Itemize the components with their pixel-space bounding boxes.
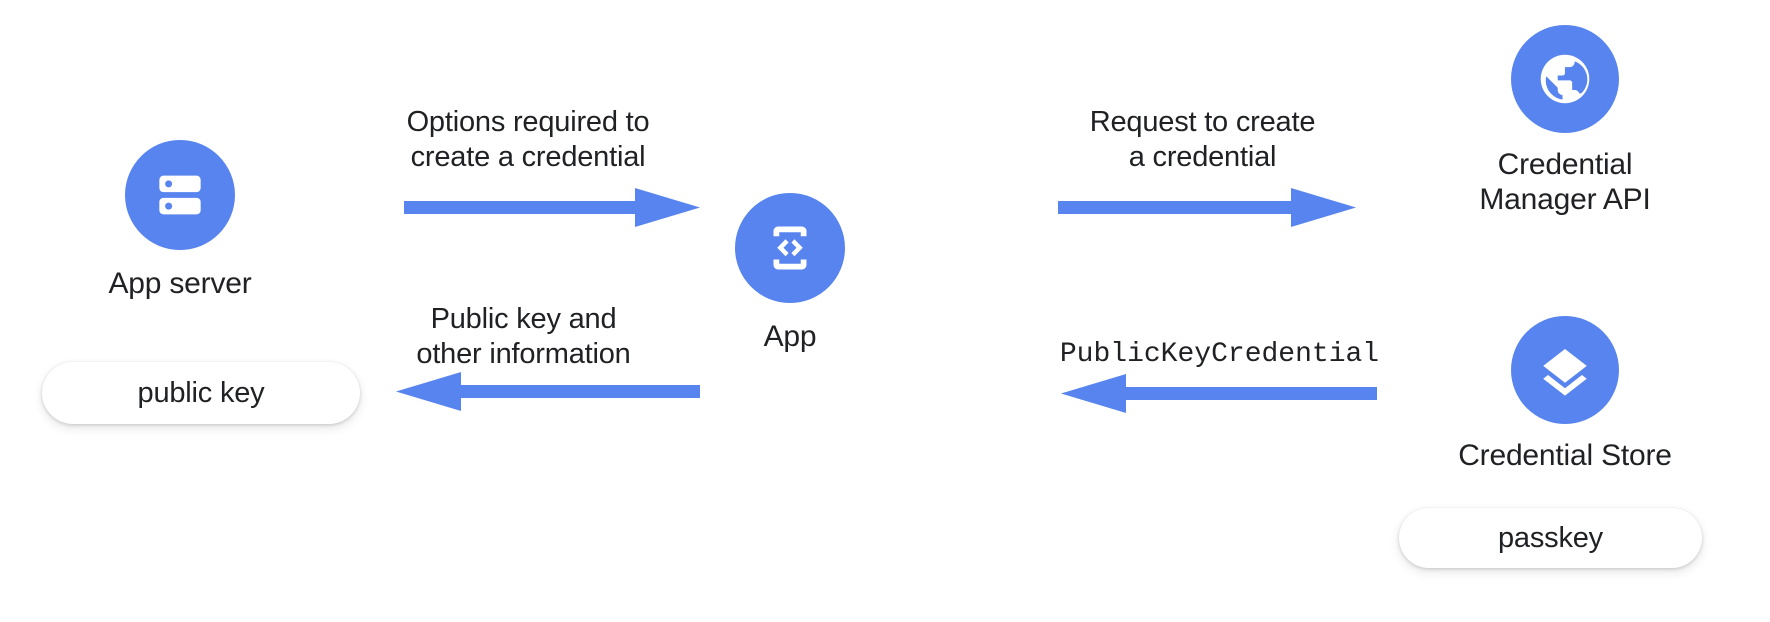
chip-public-key-label: public key bbox=[137, 376, 265, 409]
node-app-server-label: App server bbox=[108, 267, 252, 300]
node-credential-manager-api-label: Credential Manager API bbox=[1479, 148, 1651, 217]
node-app-label: App bbox=[763, 320, 817, 353]
node-app: App bbox=[700, 193, 880, 354]
arrow-public-key-credential bbox=[1057, 372, 1377, 416]
arrow-caption-public-key-credential: PublicKeyCredential bbox=[1059, 339, 1380, 370]
layers-icon bbox=[1511, 316, 1619, 424]
chip-passkey: passkey bbox=[1399, 508, 1702, 568]
arrow-options-required bbox=[404, 186, 702, 230]
node-credential-store: Credential Store bbox=[1435, 316, 1695, 473]
arrow-request-to-create bbox=[1058, 186, 1358, 230]
arrow-caption-public-key-info: Public key and other information bbox=[416, 303, 631, 371]
chip-passkey-label: passkey bbox=[1498, 521, 1603, 554]
arrow-public-key-info bbox=[392, 370, 700, 414]
node-credential-manager-api: Credential Manager API bbox=[1440, 25, 1690, 218]
chip-public-key: public key bbox=[42, 362, 360, 424]
node-credential-store-label: Credential Store bbox=[1458, 439, 1672, 472]
arrow-caption-options-required: Options required to create a credential bbox=[406, 106, 650, 174]
server-icon bbox=[125, 140, 235, 250]
globe-public-icon bbox=[1511, 25, 1619, 133]
arrow-caption-request-to-create: Request to create a credential bbox=[1089, 106, 1316, 174]
node-app-server: App server bbox=[95, 140, 265, 301]
app-code-device-icon bbox=[735, 193, 845, 303]
